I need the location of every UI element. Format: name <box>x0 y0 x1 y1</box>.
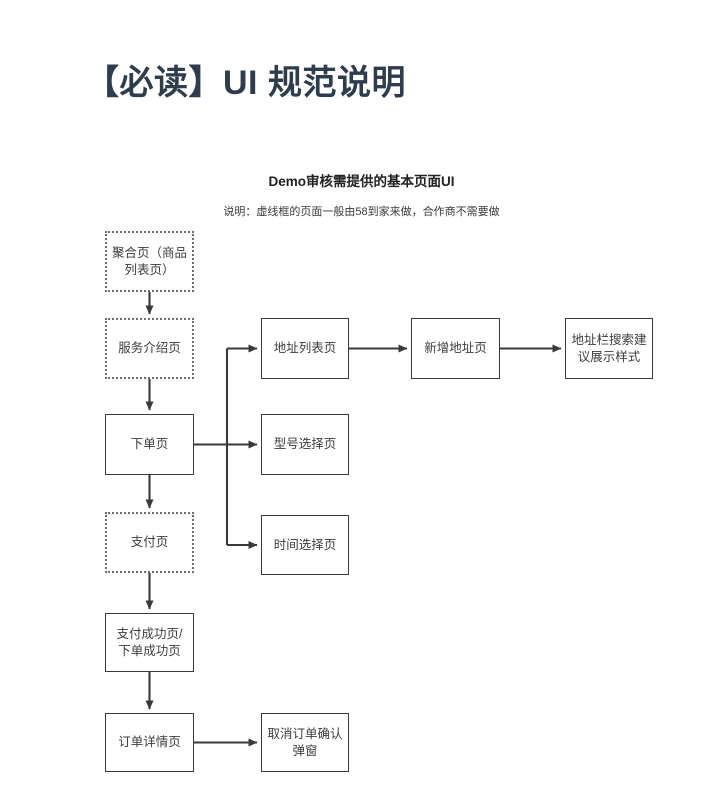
flow-node-label: 新增地址页 <box>424 341 487 356</box>
flow-node-label: 下单页 <box>130 437 169 452</box>
flow-node-model-select-page[interactable]: 型号选择页 <box>261 414 349 475</box>
flow-node-aggregation-page[interactable]: 聚合页（商品 列表页） <box>105 231 194 292</box>
flow-node-time-select-page[interactable]: 时间选择页 <box>261 515 349 575</box>
flow-node-service-intro-page[interactable]: 服务介绍页 <box>105 318 194 379</box>
flow-node-label: 服务介绍页 <box>118 341 181 356</box>
flow-node-payment-success-page[interactable]: 支付成功页/ 下单成功页 <box>105 613 194 672</box>
page-title: 【必读】UI 规范说明 <box>85 64 406 102</box>
flow-node-label: 时间选择页 <box>273 537 337 552</box>
flow-node-address-list-page[interactable]: 地址列表页 <box>261 318 349 379</box>
flow-node-order-page[interactable]: 下单页 <box>105 414 194 475</box>
flow-node-label: 型号选择页 <box>273 437 337 452</box>
flow-node-order-detail-page[interactable]: 订单详情页 <box>105 713 194 772</box>
flow-node-payment-page[interactable]: 支付页 <box>105 512 194 573</box>
flow-node-label: 订单详情页 <box>118 735 181 750</box>
flow-node-label: 聚合页（商品 列表页） <box>111 245 187 277</box>
flowchart-subtitle: Demo审核需提供的基本页面UI <box>268 174 455 189</box>
flowchart-note: 说明：虚线框的页面一般由58到家来做，合作商不需要做 <box>223 206 500 218</box>
flow-node-label: 地址列表页 <box>273 341 337 356</box>
flow-node-label: 地址栏搜索建 议展示样式 <box>571 332 647 364</box>
flow-node-cancel-order-dialog[interactable]: 取消订单确认 弹窗 <box>261 713 349 772</box>
flow-node-label: 取消订单确认 弹窗 <box>267 726 343 758</box>
flow-node-label: 支付成功页/ 下单成功页 <box>116 626 183 658</box>
flow-node-label: 支付页 <box>130 535 169 550</box>
flow-node-add-address-page[interactable]: 新增地址页 <box>411 318 500 379</box>
flow-node-address-search-suggest[interactable]: 地址栏搜索建 议展示样式 <box>565 318 653 379</box>
